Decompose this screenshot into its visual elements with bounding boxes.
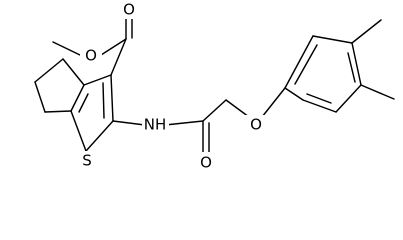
- bond-c2-c3-outer: [110, 74, 114, 122]
- bond-o-carbonyl-c: [100, 38, 127, 56]
- bond-ar-c6-c1: [284, 87, 304, 101]
- bond-methyl-o: [52, 41, 81, 56]
- bond-c3a-c4: [62, 58, 85, 86]
- bond-ar-inner-c: [306, 93, 332, 104]
- bond-ar-c2-c3: [312, 35, 353, 44]
- bond-ar-c3-c4: [351, 42, 362, 86]
- bond-carbonyl-c-ring: [110, 38, 127, 76]
- bond-n-carbonyl: [164, 120, 204, 126]
- bond-c2-c3-inner: [102, 82, 105, 119]
- bond-ar-inner-b: [347, 52, 356, 83]
- ester-carbonyl-oxygen-label: O: [123, 1, 135, 19]
- bond-c2-n: [112, 120, 146, 126]
- bond-ch2-ether-o: [225, 99, 250, 118]
- bond-carbonyl-ch2: [202, 99, 227, 122]
- bond-c4-c5: [34, 58, 64, 83]
- bond-ar-c4-c5: [335, 84, 362, 113]
- ether-oxygen-label: O: [250, 116, 262, 134]
- bond-ar-c5-c6: [302, 99, 337, 113]
- bond-lines: [34, 15, 395, 163]
- amide-nitrogen-label: NH: [144, 116, 167, 134]
- amide-oxygen-label: O: [200, 154, 212, 172]
- bond-c3a-c6a-outer: [70, 84, 85, 112]
- molecule-svg: O O S NH O O: [34, 1, 395, 172]
- bond-methyl-para: [351, 19, 382, 44]
- bond-c6a-s: [70, 110, 87, 152]
- atom-labels: O O S NH O O: [76, 1, 267, 172]
- bond-c6-c6a: [44, 110, 72, 113]
- bond-c5-c6: [34, 81, 46, 113]
- chemical-structure-diagram: O O S NH O O: [34, 0, 395, 172]
- bond-methyl-meta: [360, 84, 395, 100]
- bond-c3-c3a: [83, 74, 112, 86]
- bond-c3a-c6a-inner: [78, 93, 89, 113]
- bond-ar-inner-a: [294, 44, 318, 85]
- bond-ar-c1-c2: [284, 35, 314, 89]
- thiophene-sulfur-label: S: [82, 152, 92, 170]
- bond-ether-o-aryl: [261, 87, 286, 118]
- ester-oxygen-label: O: [85, 47, 97, 65]
- bond-s-c2: [85, 120, 114, 152]
